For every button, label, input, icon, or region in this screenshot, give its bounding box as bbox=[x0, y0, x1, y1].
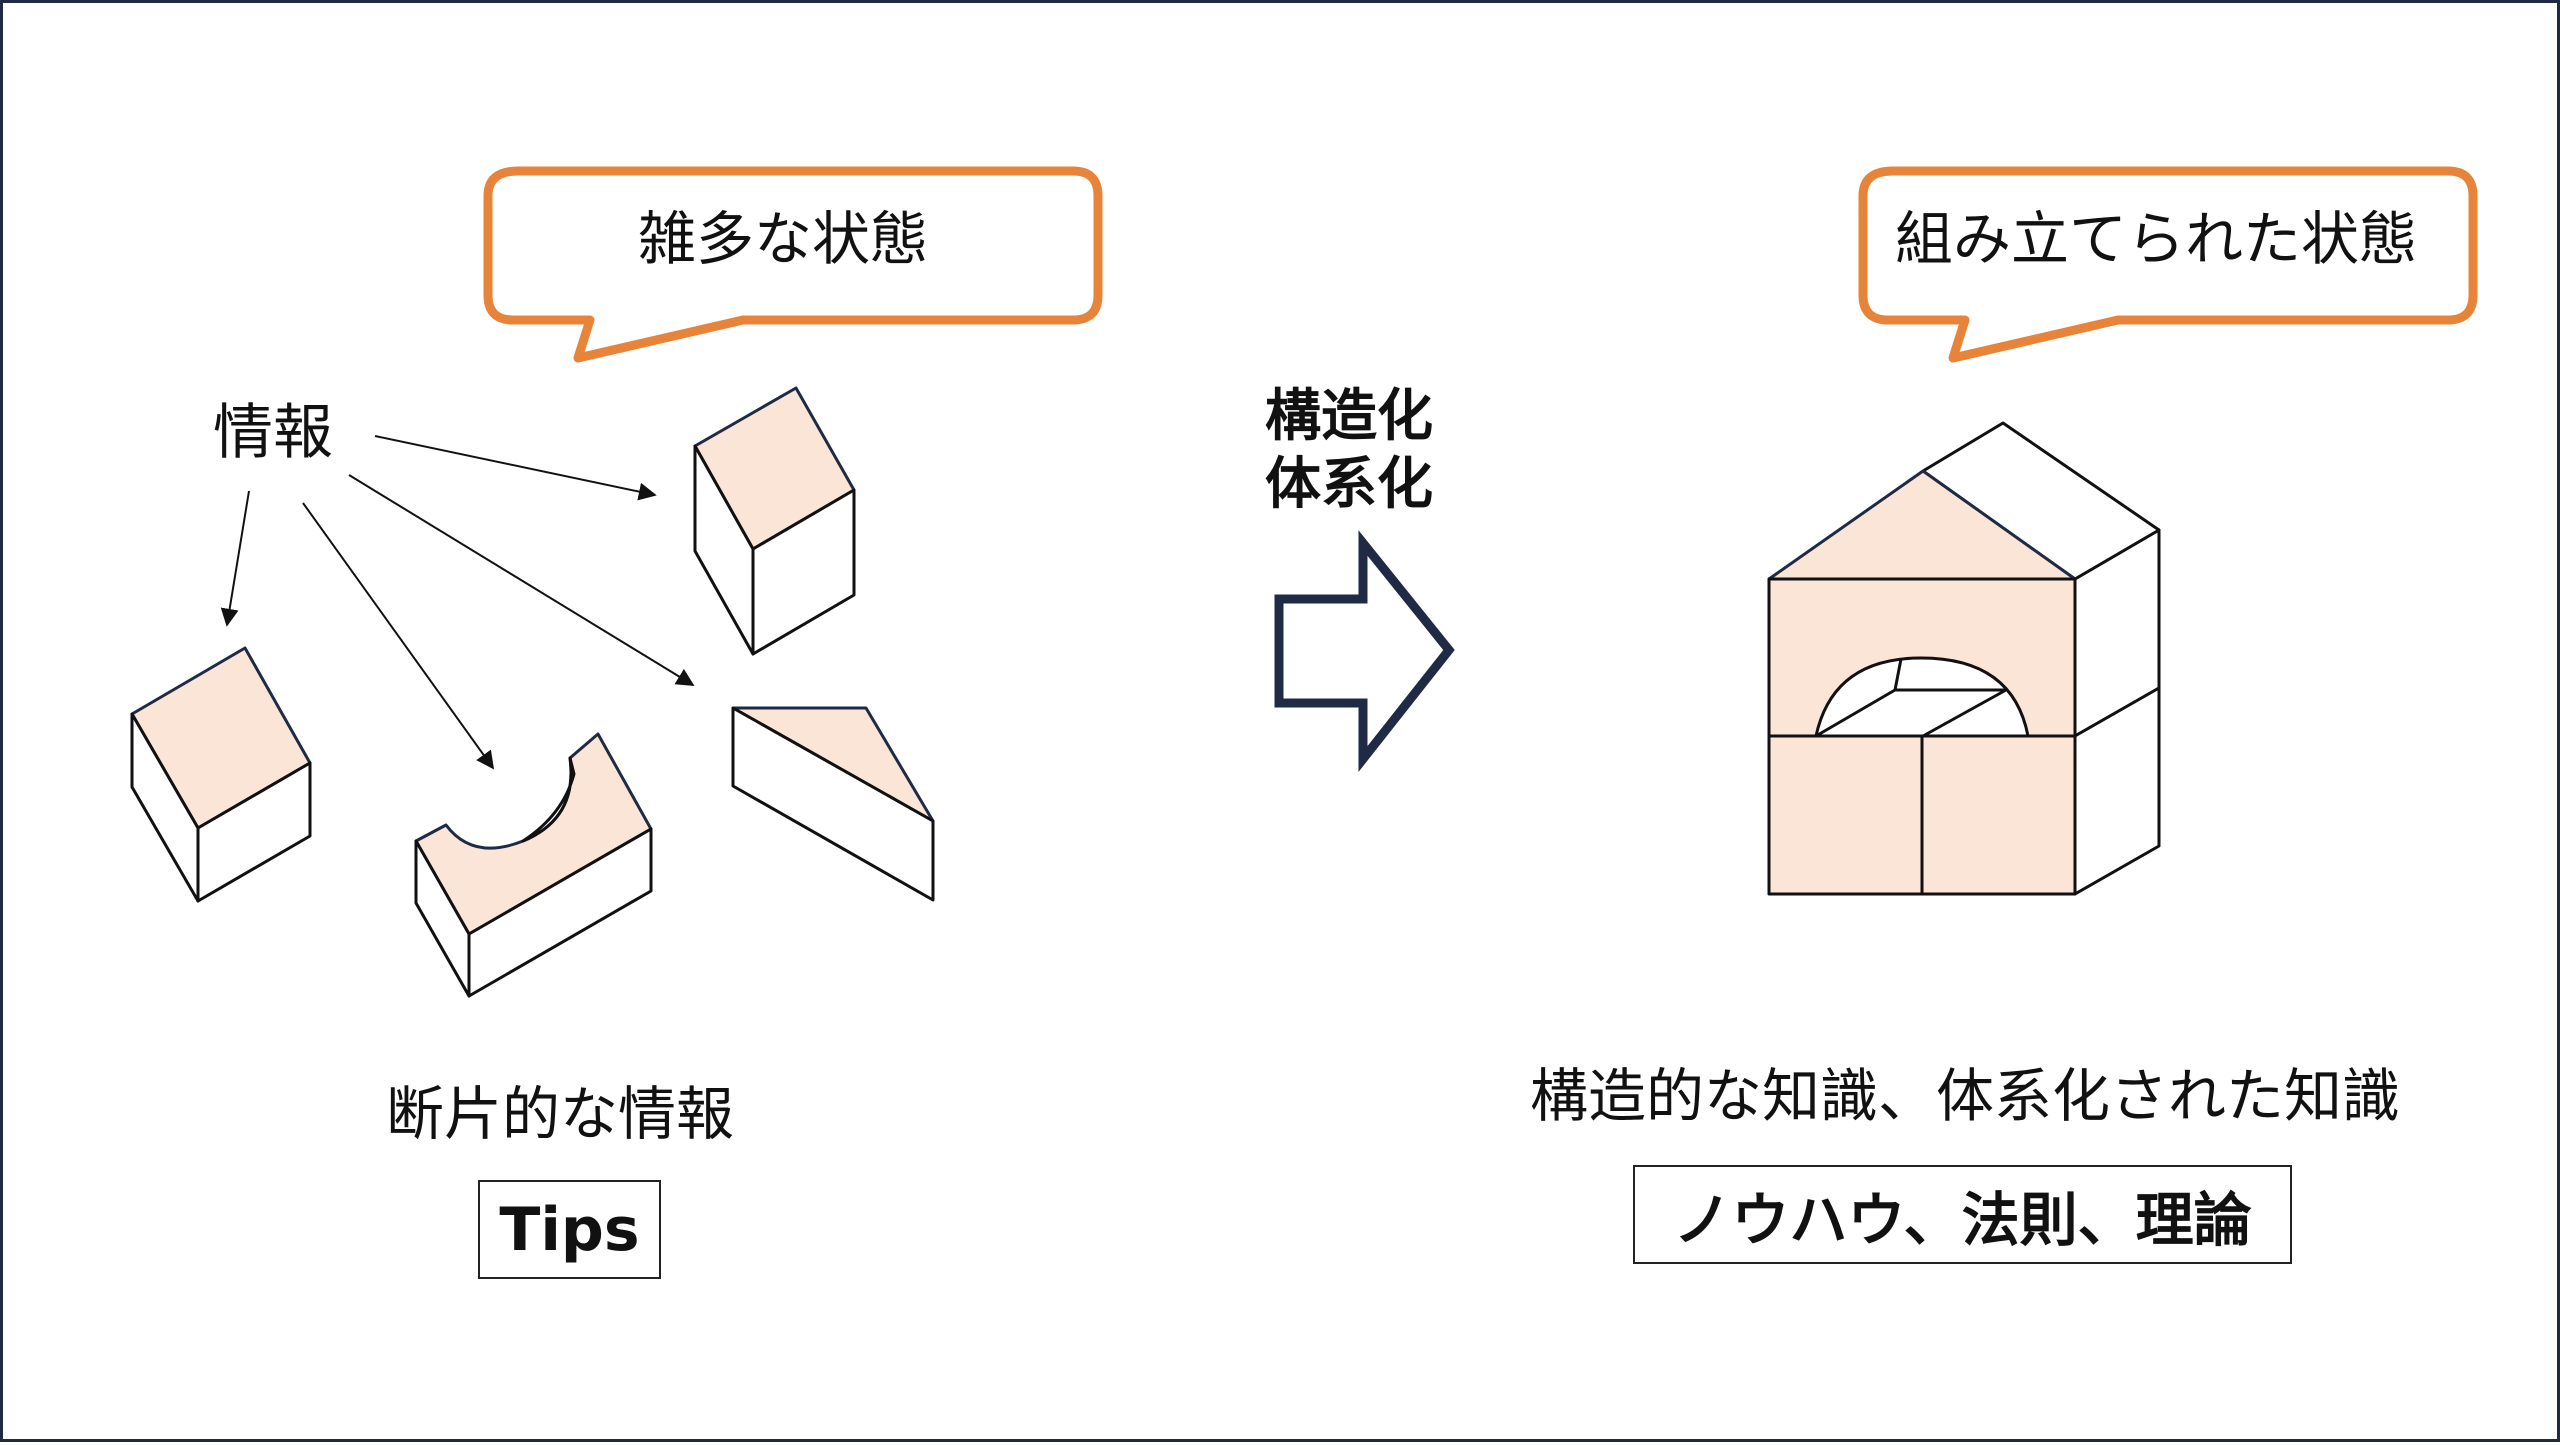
right-caption: 構造的な知識、体系化された知識 bbox=[1530, 1062, 2401, 1130]
structuring-label-line2: 体系化 bbox=[1265, 452, 1433, 518]
knowhow-box: ノウハウ、法則、理論 bbox=[1633, 1165, 2292, 1264]
structuring-label: 構造化 体系化 bbox=[1265, 383, 1433, 520]
assembled-house-icon bbox=[1767, 421, 2161, 896]
left-speech-bubble bbox=[483, 166, 1103, 363]
left-caption: 断片的な情報 bbox=[386, 1080, 735, 1148]
left-bubble-text: 雑多な状態 bbox=[638, 205, 929, 273]
cube-block-icon bbox=[130, 646, 312, 903]
tips-box: Tips bbox=[478, 1180, 661, 1279]
info-arrows bbox=[220, 435, 695, 770]
diagram-canvas bbox=[130, 166, 2478, 998]
structuring-arrow-icon bbox=[1274, 530, 1455, 772]
triangle-block-icon bbox=[731, 706, 935, 902]
right-bubble-text: 組み立てられた状態 bbox=[1895, 205, 2418, 273]
arch-block-icon bbox=[414, 732, 653, 998]
tall-block-icon bbox=[693, 386, 856, 656]
right-speech-bubble bbox=[1858, 166, 2478, 363]
info-source-label: 情報 bbox=[213, 398, 333, 468]
structuring-label-line1: 構造化 bbox=[1265, 384, 1433, 449]
